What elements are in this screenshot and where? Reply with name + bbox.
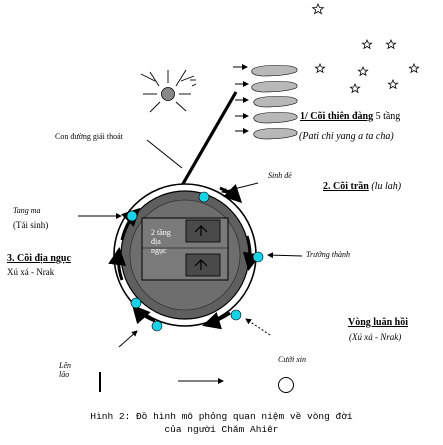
heaven-title: 1/ Cõi thiên đàng (300, 111, 374, 122)
cycle-arrows (108, 184, 261, 330)
heaven-arrows (233, 64, 249, 134)
cuoi-xin-label: Cưới xin (278, 355, 306, 364)
liberation-path-pointer (146, 139, 183, 169)
stage-dot-truong-thanh (252, 251, 264, 263)
label-arrows (78, 182, 303, 384)
cloud-layer (253, 96, 298, 108)
caption-line-2: của người Chăm Ahiêr (164, 424, 279, 435)
hell-box (141, 217, 229, 281)
star-icon (357, 65, 369, 77)
cloud-layer (253, 112, 298, 124)
caption-line-1: Hình 2: Đồ hình mô phỏng quan niệm về vò… (90, 411, 353, 422)
samsara-sublabel: (Xú xá - Nrak) (349, 332, 402, 342)
truong-thanh-label: Trưởng thành (306, 250, 350, 259)
mortal-world-label: 2. Cõi trần (lu lah) (323, 181, 401, 192)
hell-box-label: 2 tầng địa ngục (151, 228, 171, 256)
stage-dot-tang-ma (126, 210, 138, 222)
star-icon (314, 62, 326, 74)
figure-caption: Hình 2: Đồ hình mô phỏng quan niệm về vò… (0, 410, 443, 436)
heaven-suffix: 5 tầng (373, 111, 401, 122)
stage-dot-len-lao (151, 320, 163, 332)
hell-box-line-3: ngục (151, 246, 167, 256)
hell-sublabel: Xú xá - Nrak (7, 267, 55, 277)
liberation-path-label: Con đường giải thoát (55, 132, 123, 141)
sinh-de-label: Sinh đẻ (268, 171, 292, 180)
mortal-world-title: 2. Cõi trần (323, 181, 369, 192)
stars (311, 2, 420, 94)
star-icon (408, 62, 420, 74)
stage-dot-cuoi-xin (230, 309, 242, 321)
samsara-label: Vòng luân hồi (348, 317, 409, 328)
len-lao-label: Lên lão (59, 361, 71, 379)
star-icon (387, 78, 399, 90)
star-icon (385, 38, 397, 50)
star-icon (361, 38, 373, 50)
star-icon (349, 82, 361, 94)
hell-box-line-1: 2 tầng (151, 228, 171, 237)
star-icon (311, 2, 325, 15)
cloud-layer (251, 65, 298, 77)
cloud-layer (251, 81, 298, 93)
tang-ma-label: Tang ma (13, 206, 41, 215)
hell-box-line-2: địa (151, 237, 161, 247)
heaven-subtitle: (Pati chi yang a ta cha) (299, 131, 394, 142)
heaven-label: 1/ Cõi thiên đàng 5 tầng (300, 111, 400, 122)
hell-label: 3. Cõi địa ngục (7, 253, 71, 264)
cloud-layer (253, 128, 298, 140)
stage-dot-left-low (130, 297, 142, 309)
stage-dots (126, 191, 264, 332)
sun-icon (140, 69, 197, 113)
heaven-layers (251, 65, 298, 140)
wedding-marker (278, 377, 294, 393)
mortal-world-sub: (lu lah) (368, 181, 402, 192)
stage-dot-sinh-de (198, 191, 210, 203)
tai-sinh-label: (Tái sinh) (13, 220, 49, 230)
